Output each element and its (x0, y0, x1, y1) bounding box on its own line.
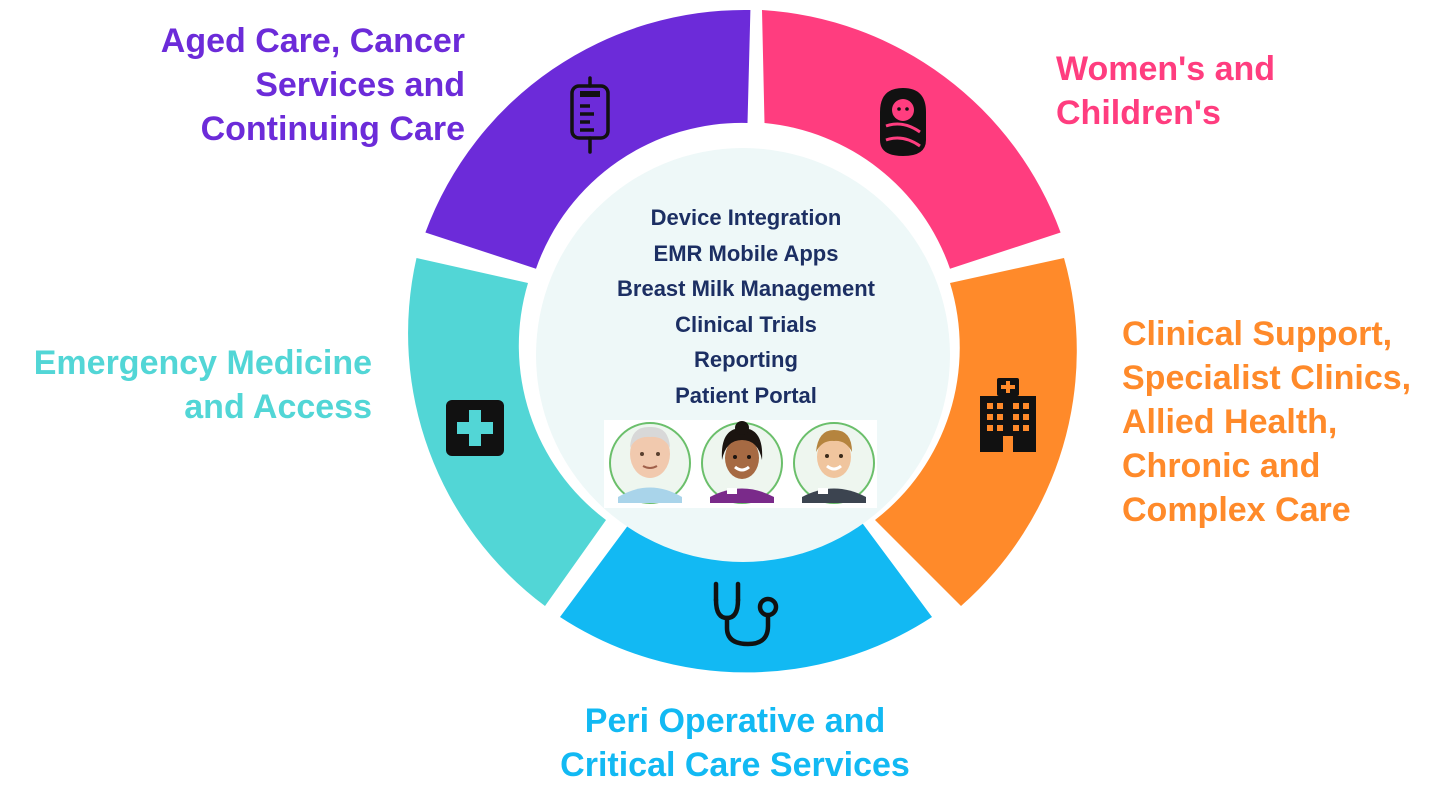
center-item-patient-portal: Patient Portal (675, 382, 817, 408)
label-peri-operative: Peri Operative and Critical Care Service… (500, 699, 970, 787)
clinician-avatar (793, 422, 875, 504)
elderly-patient-avatar (609, 422, 691, 504)
center-item-breast-milk-management: Breast Milk Management (617, 276, 875, 301)
label-line: Services and (255, 66, 465, 104)
label-line: Chronic and (1122, 447, 1321, 485)
label-womens-childrens: Women's and Children's (1056, 47, 1416, 135)
label-line: Specialist Clinics, (1122, 359, 1412, 397)
stethoscope-icon (713, 581, 779, 647)
label-emergency-medicine: Emergency Medicine and Access (0, 341, 372, 429)
label-line: Aged Care, Cancer (160, 22, 465, 60)
label-aged-care: Aged Care, Cancer Services and Continuin… (120, 19, 465, 151)
label-line: Emergency Medicine (33, 344, 372, 382)
iv-bag-icon (570, 76, 610, 154)
nurse-avatar (701, 421, 783, 504)
swaddled-baby-icon (880, 88, 926, 156)
label-line: Children's (1056, 94, 1221, 132)
center-capabilities-list: Device Integration EMR Mobile Apps Breas… (576, 200, 916, 413)
label-line: Critical Care Services (560, 746, 910, 784)
medical-cross-icon (446, 400, 504, 456)
center-item-reporting: Reporting (694, 347, 798, 372)
segment-peri-operative[interactable] (560, 522, 932, 673)
center-item-emr-mobile-apps: EMR Mobile Apps (653, 240, 839, 266)
label-line: and Access (184, 388, 372, 426)
label-line: Allied Health, (1122, 403, 1338, 441)
label-line: Peri Operative and (584, 702, 886, 740)
label-clinical-support: Clinical Support, Specialist Clinics, Al… (1122, 312, 1440, 532)
segment-clinical-support[interactable] (875, 258, 1077, 606)
hospital-building-icon (980, 378, 1036, 452)
center-item-clinical-trials: Clinical Trials (675, 311, 817, 337)
label-line: Women's and (1056, 50, 1276, 88)
center-item-device-integration: Device Integration (650, 205, 842, 230)
segment-emergency-medicine[interactable] (408, 258, 606, 606)
label-line: Continuing Care (200, 110, 465, 148)
label-line: Complex Care (1122, 491, 1351, 529)
label-line: Clinical Support, (1122, 315, 1393, 353)
